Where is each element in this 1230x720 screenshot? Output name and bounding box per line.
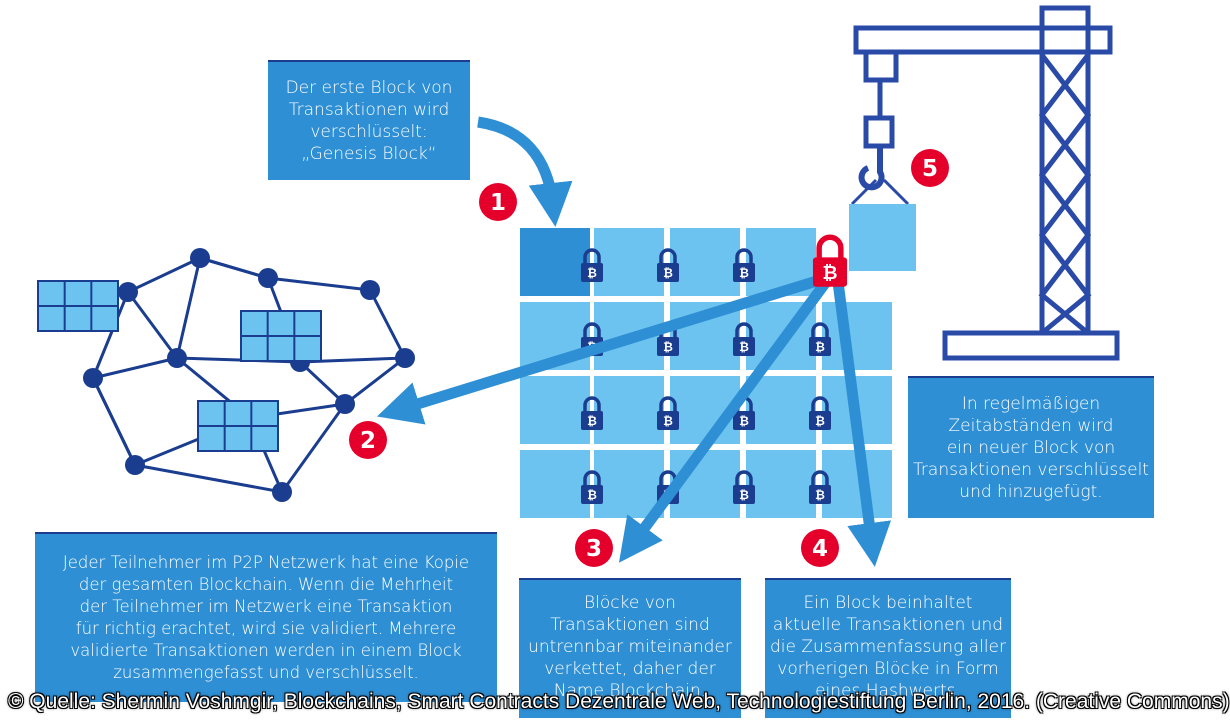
bitcoin-lock-icon: ₿ — [657, 248, 679, 282]
bitcoin-symbol: ₿ — [739, 266, 749, 280]
interval-text: In regelmäßigen Zeitabständen wird ein n… — [913, 394, 1149, 502]
transaction-block — [670, 228, 740, 296]
network-node — [118, 282, 138, 302]
bitcoin-symbol: ₿ — [663, 340, 673, 354]
arrows — [376, 116, 891, 567]
contents-text: Ein Block beinhaltet aktuelle Transaktio… — [769, 593, 1006, 701]
source-caption: © Quelle: Shermin Voshmgir, Blockchains,… — [8, 690, 1230, 713]
contents-callout: Ein Block beinhaltet aktuelle Transaktio… — [765, 578, 1011, 718]
step-number: 3 — [586, 536, 602, 562]
arrow-to-contents — [832, 281, 891, 567]
genesis-block — [520, 228, 590, 296]
bitcoin-symbol: ₿ — [587, 414, 597, 428]
bitcoin-symbol: ₿ — [822, 263, 837, 284]
active-lock-icon: ₿ — [812, 234, 848, 287]
network-node — [83, 368, 103, 388]
chained-text: Blöcke von Transaktionen sind untrennbar… — [528, 593, 732, 701]
bitcoin-symbol: ₿ — [815, 340, 825, 354]
p2p-text: Jeder Teilnehmer im P2P Netzwerk hat ein… — [62, 553, 470, 682]
blockchain-copies — [37, 280, 322, 452]
network-node — [360, 280, 380, 300]
network-node — [167, 348, 187, 368]
step-badge: 5 — [911, 149, 949, 187]
genesis-callout: Der erste Block von Transaktionen wird v… — [268, 60, 470, 180]
step-badge: 1 — [479, 183, 517, 221]
transaction-block — [822, 302, 892, 370]
network-nodes — [83, 248, 415, 502]
blockchain-copy — [197, 400, 279, 452]
network-node — [125, 455, 145, 475]
chained-callout: Blöcke von Transaktionen sind untrennbar… — [519, 578, 741, 718]
arrow-to-genesis — [477, 116, 573, 227]
bitcoin-symbol: ₿ — [663, 266, 673, 280]
transaction-block — [746, 376, 816, 444]
step-number: 2 — [360, 428, 376, 454]
p2p-callout: Jeder Teilnehmer im P2P Netzwerk hat ein… — [35, 532, 497, 702]
network-node — [395, 348, 415, 368]
bitcoin-symbol: ₿ — [739, 414, 749, 428]
bitcoin-lock-icon: ₿ — [581, 470, 603, 504]
transaction-block — [520, 376, 590, 444]
crane-icon — [850, 5, 1120, 361]
interval-callout: In regelmäßigen Zeitabständen wird ein n… — [908, 376, 1154, 518]
transaction-block — [594, 450, 664, 518]
bitcoin-symbol: ₿ — [815, 488, 825, 502]
blockchain-copy — [240, 310, 322, 362]
network-node — [335, 394, 355, 414]
blockchain-copy — [37, 280, 119, 332]
genesis-text: Der erste Block von Transaktionen wird v… — [285, 78, 453, 164]
step-badges: 1 2 3 4 5 — [349, 149, 949, 567]
network-node — [272, 482, 292, 502]
bitcoin-lock-icon: ₿ — [809, 470, 831, 504]
transaction-block — [520, 450, 590, 518]
arrow-to-network — [376, 274, 822, 425]
bitcoin-lock-icon: ₿ — [733, 322, 755, 356]
step-badge: 3 — [575, 529, 613, 567]
bitcoin-lock-icon: ₿ — [809, 396, 831, 430]
bitcoin-symbol: ₿ — [587, 266, 597, 280]
bitcoin-lock-icon: ₿ — [812, 234, 848, 287]
bitcoin-lock-icon: ₿ — [657, 396, 679, 430]
new-block — [849, 204, 916, 271]
bitcoin-symbol: ₿ — [815, 414, 825, 428]
bitcoin-lock-icon: ₿ — [733, 470, 755, 504]
step-badge: 2 — [349, 421, 387, 459]
bitcoin-symbol: ₿ — [739, 488, 749, 502]
bitcoin-symbol: ₿ — [739, 340, 749, 354]
network-node — [258, 268, 278, 288]
step-badge: 4 — [801, 529, 839, 567]
bitcoin-lock-icon: ₿ — [581, 248, 603, 282]
bitcoin-lock-icon: ₿ — [809, 322, 831, 356]
arrow-to-chained — [618, 278, 831, 563]
transaction-block — [594, 228, 664, 296]
bitcoin-lock-icon: ₿ — [733, 248, 755, 282]
step-number: 5 — [922, 156, 938, 182]
transaction-block — [594, 376, 664, 444]
step-number: 1 — [490, 190, 506, 216]
step-number: 4 — [812, 536, 828, 562]
bitcoin-lock-icon: ₿ — [581, 396, 603, 430]
bitcoin-symbol: ₿ — [587, 488, 597, 502]
transaction-block — [746, 450, 816, 518]
network-node — [190, 248, 210, 268]
bitcoin-symbol: ₿ — [663, 414, 673, 428]
